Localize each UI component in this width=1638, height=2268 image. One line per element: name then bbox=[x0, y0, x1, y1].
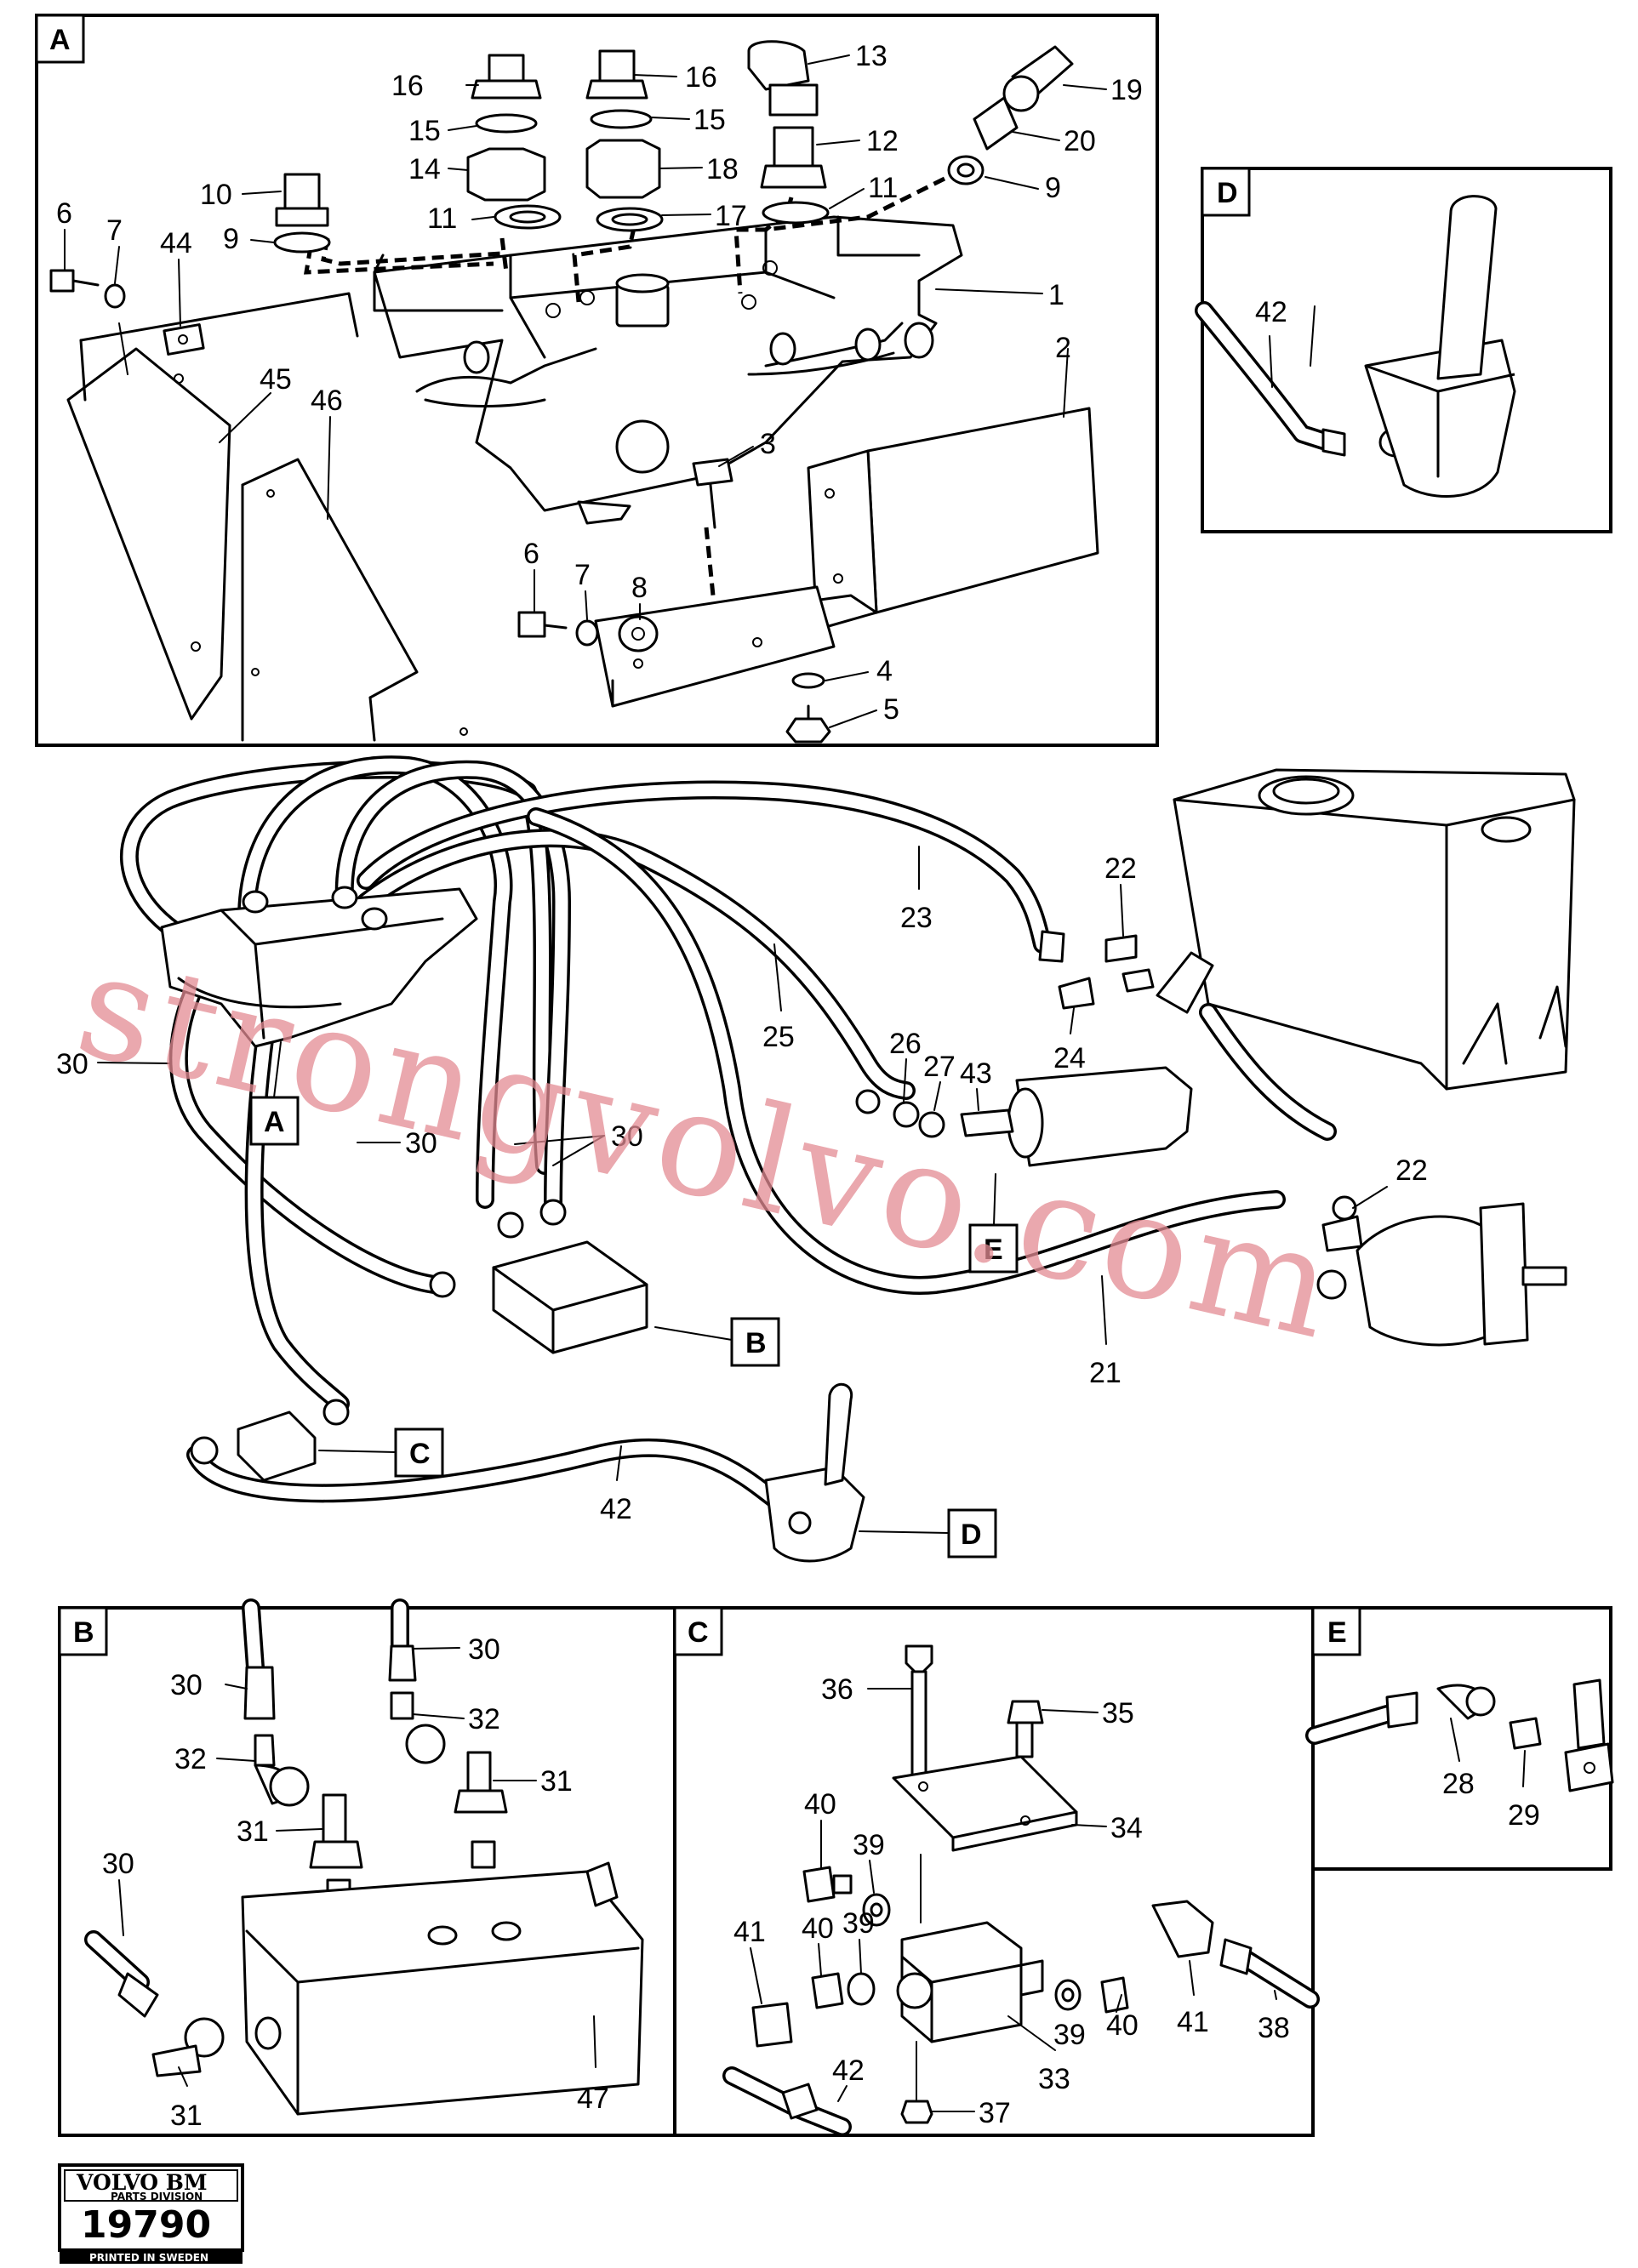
callout-4: 4 bbox=[876, 655, 893, 687]
callout-7: 7 bbox=[106, 214, 123, 247]
callout-2: 2 bbox=[1055, 332, 1071, 364]
callout-12: 12 bbox=[866, 125, 899, 157]
panel-b-label: B bbox=[73, 1616, 94, 1649]
callout-c-42: 42 bbox=[832, 2054, 865, 2087]
callout-c-40-mid: 40 bbox=[802, 1912, 834, 1945]
callout-c-41-right: 41 bbox=[1177, 2006, 1209, 2038]
callout-main-22-lower: 22 bbox=[1395, 1154, 1428, 1187]
callout-e-29: 29 bbox=[1508, 1799, 1540, 1832]
panel-c: C 36 35 bbox=[673, 1606, 1320, 2137]
callout-16-right: 16 bbox=[685, 61, 717, 94]
panel-e: E 28 29 bbox=[1305, 1606, 1614, 1871]
callout-45: 45 bbox=[260, 363, 292, 396]
stamp-brand: VOLVO BM bbox=[76, 2170, 208, 2195]
callout-11-right: 11 bbox=[868, 172, 898, 204]
panel-d-label: D bbox=[1217, 177, 1238, 209]
callout-8: 8 bbox=[631, 572, 648, 604]
callout-6-lower: 6 bbox=[523, 538, 539, 570]
panel-c-label: C bbox=[688, 1616, 709, 1649]
callout-c-41-left: 41 bbox=[733, 1916, 766, 1948]
callout-17: 17 bbox=[715, 200, 747, 232]
panel-a-label: A bbox=[49, 24, 71, 56]
callout-c-37: 37 bbox=[979, 2097, 1011, 2129]
callout-b-30-top: 30 bbox=[170, 1669, 203, 1701]
callout-3: 3 bbox=[760, 428, 776, 460]
callout-b-30-right: 30 bbox=[468, 1633, 500, 1666]
callout-18: 18 bbox=[706, 153, 739, 185]
callout-c-33: 33 bbox=[1038, 2063, 1070, 2095]
callout-13: 13 bbox=[855, 40, 887, 72]
callout-main-22: 22 bbox=[1104, 852, 1137, 885]
callout-15: 15 bbox=[408, 115, 441, 147]
callout-5: 5 bbox=[883, 693, 899, 726]
callout-b-31-right: 31 bbox=[540, 1765, 573, 1798]
callout-1: 1 bbox=[1048, 279, 1064, 311]
callout-c-40-top: 40 bbox=[804, 1788, 836, 1821]
callout-main-30-mid: 30 bbox=[405, 1127, 437, 1160]
callout-main-42: 42 bbox=[600, 1493, 632, 1525]
callout-44: 44 bbox=[160, 227, 192, 259]
main-hydraulic-view: A B C D E 22 23 24 25 26 27 43 30 30 3 bbox=[56, 755, 1576, 1563]
callout-main-43: 43 bbox=[960, 1057, 992, 1090]
callout-b-32-left: 32 bbox=[174, 1743, 207, 1775]
callout-c-39-top: 39 bbox=[853, 1829, 885, 1861]
callout-c-34: 34 bbox=[1110, 1812, 1143, 1844]
panel-d: D 42 bbox=[1195, 167, 1612, 533]
callout-c-38: 38 bbox=[1258, 2012, 1290, 2044]
callout-7-lower: 7 bbox=[574, 559, 591, 591]
callout-19: 19 bbox=[1110, 74, 1143, 106]
callout-b-47: 47 bbox=[577, 2083, 609, 2115]
callout-main-21: 21 bbox=[1089, 1357, 1121, 1389]
callout-b-32-right: 32 bbox=[468, 1703, 500, 1735]
callout-main-26: 26 bbox=[889, 1028, 922, 1060]
callout-c-35: 35 bbox=[1102, 1697, 1134, 1729]
main-view-ref-d: D bbox=[961, 1519, 982, 1551]
callout-9: 9 bbox=[223, 223, 239, 255]
callout-main-30-right: 30 bbox=[611, 1120, 643, 1153]
panel-b: B 30 30 30 32 bbox=[58, 1598, 676, 2137]
callout-10: 10 bbox=[200, 179, 232, 211]
callout-c-39-right: 39 bbox=[1053, 2019, 1086, 2051]
callout-15-right: 15 bbox=[693, 104, 726, 136]
callout-16: 16 bbox=[391, 70, 424, 102]
callout-9-right: 9 bbox=[1045, 172, 1061, 204]
callout-20: 20 bbox=[1064, 125, 1096, 157]
main-view-ref-b: B bbox=[745, 1327, 767, 1359]
panel-e-label: E bbox=[1327, 1616, 1347, 1649]
callout-b-31-left: 31 bbox=[237, 1815, 269, 1848]
callout-main-24: 24 bbox=[1053, 1042, 1086, 1074]
main-view-ref-c: C bbox=[409, 1438, 431, 1470]
callout-c-39-mid: 39 bbox=[842, 1907, 875, 1940]
panel-a: A bbox=[35, 14, 1159, 747]
callout-b-31-bottom: 31 bbox=[170, 2100, 203, 2132]
main-view-ref-a: A bbox=[264, 1106, 285, 1138]
callout-main-23: 23 bbox=[900, 902, 933, 934]
callout-c-36: 36 bbox=[821, 1673, 853, 1706]
callout-11: 11 bbox=[427, 202, 457, 235]
callout-c-40-right: 40 bbox=[1106, 2009, 1139, 2042]
stamp-division: PARTS DIVISION bbox=[111, 2191, 203, 2202]
callout-14: 14 bbox=[408, 153, 441, 185]
stamp-printed: PRINTED IN SWEDEN bbox=[89, 2252, 208, 2264]
callout-main-30-left: 30 bbox=[56, 1048, 88, 1080]
stamp-number: 19790 bbox=[81, 2203, 211, 2247]
callout-b-30-left: 30 bbox=[102, 1848, 134, 1880]
callout-e-28: 28 bbox=[1442, 1768, 1475, 1800]
callout-6: 6 bbox=[56, 197, 72, 230]
parts-stamp: VOLVO BM PARTS DIVISION 19790 PRINTED IN… bbox=[58, 2163, 244, 2264]
callout-d-42: 42 bbox=[1255, 296, 1287, 328]
callout-main-25: 25 bbox=[762, 1021, 795, 1053]
callout-main-27: 27 bbox=[923, 1051, 956, 1083]
main-view-ref-e: E bbox=[984, 1234, 1003, 1266]
callout-46: 46 bbox=[311, 385, 343, 417]
